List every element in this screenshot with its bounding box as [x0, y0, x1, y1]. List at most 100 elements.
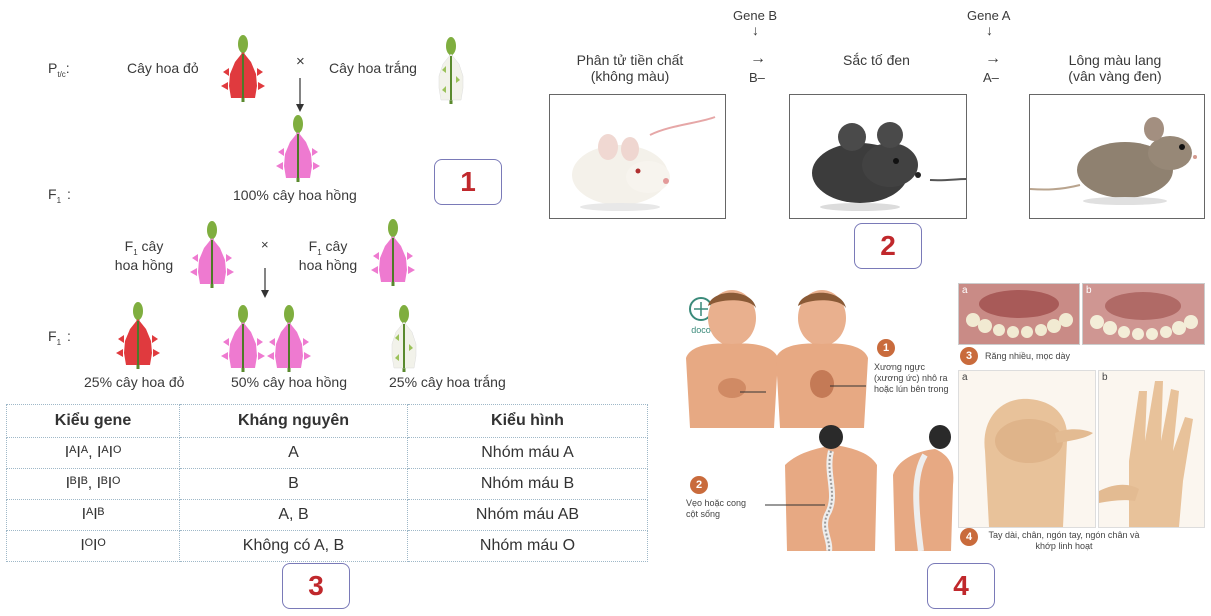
- phenotype-cell: Nhóm máu B: [407, 468, 648, 500]
- teeth-tag-b: b: [1086, 285, 1092, 296]
- allele-b-label: B–: [749, 70, 765, 85]
- feature-number-3: 3: [960, 347, 978, 365]
- result-pink-label: 50% cây hoa hồng: [231, 374, 347, 390]
- p-colon: :: [65, 60, 70, 76]
- p-letter: P: [48, 60, 58, 76]
- antigen-cell: A, B: [179, 499, 408, 531]
- result-red-label: 25% cây hoa đỏ: [84, 374, 185, 390]
- feature-caption-4: Tay dài, chân, ngón tay, ngón chân và kh…: [988, 530, 1140, 551]
- hand-drawing-a: [959, 371, 1095, 527]
- white-mouse-drawing: [572, 116, 716, 211]
- pink-flower-icon: [265, 303, 313, 374]
- white-flower-icon: [390, 303, 418, 374]
- black-pigment-label: Sắc tố đen: [843, 52, 910, 68]
- f1-parent-right-letter: F: [308, 238, 318, 254]
- agouti-line2: (vân vàng đen): [1068, 68, 1162, 84]
- cross-arrow-head: [296, 104, 304, 112]
- agouti-mouse-image: [1029, 94, 1205, 219]
- f1-parent-right-subscript: 1: [317, 247, 322, 257]
- genotype-cell: IᴮIᴮ, IᴮIᴼ: [6, 468, 180, 500]
- feature-caption-1: Xương ngực (xương ức) nhô ra hoặc lún bê…: [874, 362, 949, 394]
- precursor-line1: Phân tử tiền chất: [576, 52, 684, 68]
- f1-parent-left-label: F1 cây hoa hồng: [106, 238, 182, 273]
- right-arrow-icon: →: [750, 50, 766, 67]
- f1-parent-left-text: cây: [137, 238, 164, 254]
- f1-result-label: 100% cây hoa hồng: [233, 187, 357, 203]
- spine-illustration: [765, 425, 954, 551]
- column-header-phenotype: Kiểu hình: [407, 404, 648, 438]
- gene-b-label: Gene B: [733, 8, 778, 23]
- antigen-cell: A: [179, 437, 408, 469]
- right-arrow-icon: →: [985, 50, 1001, 67]
- feature-number-1: 1: [877, 339, 895, 357]
- feature-number-4: 4: [960, 528, 978, 546]
- pink-flower-icon: [274, 113, 322, 184]
- white-mouse-image: [549, 94, 726, 219]
- red-parent-label: Cây hoa đỏ: [127, 60, 199, 76]
- f1-parent-left-letter: F: [124, 238, 134, 254]
- phenotype-cell: Nhóm máu AB: [407, 499, 648, 531]
- f1-parent-left-line2: hoa hồng: [114, 256, 174, 273]
- table-row: IᴮIᴮ, IᴮIᴼ B Nhóm máu B: [6, 468, 648, 500]
- badge-4: 4: [927, 563, 995, 609]
- f1-generation-label: F1:: [48, 186, 71, 205]
- antigen-cell: B: [179, 468, 408, 500]
- genotype-cell: IᴬIᴮ: [6, 499, 180, 531]
- feature-number-2: 2: [690, 476, 708, 494]
- f1-parent-left-subscript: 1: [133, 247, 138, 257]
- agouti-label: Lông màu lang (vân vàng đen): [1040, 52, 1190, 84]
- f1-parent-right-line2: hoa hồng: [298, 256, 358, 273]
- genotype-cell: IᴬIᴬ, IᴬIᴼ: [6, 437, 180, 469]
- f1-parent-right-line1: F1 cây: [290, 238, 366, 257]
- logo-text: doco: [691, 325, 711, 335]
- white-flower-icon: [437, 35, 465, 106]
- white-parent-label: Cây hoa trắng: [329, 60, 417, 76]
- f2-letter: F: [48, 328, 57, 344]
- teeth-tag-a: a: [962, 285, 968, 296]
- teeth-image-b: b: [1082, 283, 1205, 345]
- table-header-row: Kiểu gene Kháng nguyên Kiểu hình: [6, 404, 648, 438]
- badge-2: 2: [854, 223, 922, 269]
- pink-flower-icon: [188, 219, 236, 290]
- table-row: IᴬIᴬ, IᴬIᴼ A Nhóm máu A: [6, 437, 648, 469]
- cross-arrow-head: [261, 290, 269, 298]
- table-row: IᴼIᴼ Không có A, B Nhóm máu O: [6, 530, 648, 562]
- precursor-line2: (không màu): [590, 68, 670, 84]
- p-subscript: t/c: [57, 69, 66, 79]
- f1-parent-left-line1: F1 cây: [106, 238, 182, 257]
- black-mouse-drawing: [812, 122, 966, 211]
- hand-tag-b: b: [1102, 372, 1108, 383]
- teeth-drawing-a: [959, 284, 1079, 344]
- allele-a-label: A–: [983, 70, 999, 85]
- table-row: IᴬIᴮ A, B Nhóm máu AB: [6, 499, 648, 531]
- chest-illustration: [686, 290, 868, 428]
- result-white-label: 25% cây hoa trắng: [389, 374, 506, 390]
- phenotype-cell: Nhóm máu O: [407, 530, 648, 562]
- hand-tag-a: a: [962, 372, 968, 383]
- cross-symbol: ×: [296, 53, 305, 70]
- blood-group-table: Kiểu gene Kháng nguyên Kiểu hình IᴬIᴬ, I…: [6, 404, 648, 562]
- hand-image-a: a: [958, 370, 1096, 528]
- f1-colon: :: [67, 186, 71, 202]
- antigen-cell: Không có A, B: [179, 530, 408, 562]
- gene-a-label: Gene A: [967, 8, 1011, 23]
- f2-subscript: 1: [56, 337, 62, 347]
- f2-generation-label: F1:: [48, 328, 71, 347]
- flower-cross-graphics: [114, 33, 465, 374]
- feature-caption-2: Vẹo hoặc cong cột sống: [686, 498, 747, 519]
- column-header-genotype: Kiểu gene: [6, 404, 180, 438]
- down-arrow-icon: ↓: [986, 22, 993, 38]
- p-generation-label: Pt/c:: [48, 60, 70, 79]
- teeth-image-a: a: [958, 283, 1080, 345]
- agouti-mouse-drawing: [1030, 117, 1197, 205]
- badge-1: 1: [434, 159, 502, 205]
- precursor-label: Phân tử tiền chất (không màu): [555, 52, 705, 84]
- f2-colon: :: [67, 328, 71, 344]
- f1-parent-right-label: F1 cây hoa hồng: [290, 238, 366, 273]
- pink-flower-icon: [369, 217, 417, 288]
- agouti-line1: Lông màu lang: [1068, 52, 1162, 68]
- down-arrow-icon: ↓: [752, 22, 759, 38]
- genotype-cell: IᴼIᴼ: [6, 530, 180, 562]
- f1-subscript: 1: [56, 195, 62, 205]
- column-header-antigen: Kháng nguyên: [179, 404, 408, 438]
